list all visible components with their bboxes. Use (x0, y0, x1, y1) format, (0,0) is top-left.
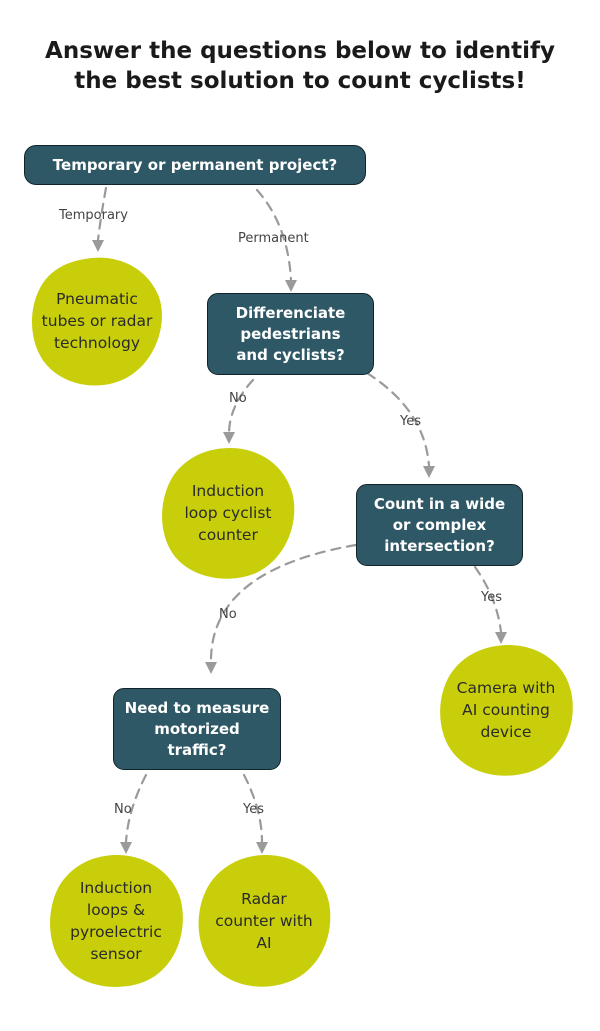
edge-q1-temporary (96, 186, 108, 242)
question-temporary-or-permanent: Temporary or permanent project? (24, 145, 366, 185)
arrowhead-q4-no (120, 842, 132, 854)
question-2-line-2: pedestrians (240, 324, 341, 343)
outcome-camera-line-1: Camera with (456, 679, 556, 697)
question-4-line-3: traffic? (167, 740, 227, 759)
arrowhead-q2-yes (423, 466, 435, 478)
outcome-induction-pyro-line-4: sensor (90, 944, 142, 963)
edge-q3-no (209, 543, 358, 664)
title-line-2: the best solution to count cyclists! (74, 68, 526, 94)
title-line-1: Answer the questions below to identify (45, 38, 555, 64)
outcome-camera-line-3: device (480, 723, 532, 741)
edge-q4-yes (242, 773, 264, 844)
outcome-camera-shape (440, 644, 573, 776)
outcome-radar-line-2: counter with (215, 911, 313, 930)
question-3-line-1: Count in a wide (373, 494, 506, 513)
page-title: Answer the questions below to identify t… (0, 36, 600, 96)
outcome-radar-counter-ai: Radar counter with AI (196, 853, 332, 988)
question-2-line-1: Differenciate (235, 303, 346, 322)
outcome-pneumatic-line-2: tubes or radar (41, 312, 153, 330)
arrowhead-q4-yes (256, 842, 268, 854)
outcome-pneumatic-line-1: Pneumatic (56, 290, 138, 308)
arrowhead-permanent (285, 280, 297, 292)
edge-q4-no (124, 773, 148, 844)
outcome-induction-pyroelectric: Induction loops & pyroelectric sensor (48, 853, 184, 988)
edge-q2-yes (365, 371, 431, 468)
label-q4-yes: Yes (243, 802, 264, 817)
question-differentiate-pedestrians: Differenciate pedestrians and cyclists? (207, 293, 374, 375)
outcome-induction-loop-line-2: loop cyclist (184, 504, 272, 522)
outcome-induction-pyro-line-1: Induction (79, 878, 153, 897)
outcome-camera-line-2: AI counting (462, 701, 550, 719)
label-temporary: Temporary (59, 208, 128, 223)
question-3-line-2: or complex (392, 515, 487, 534)
outcome-radar-line-3: AI (256, 933, 272, 952)
outcome-camera-ai: Camera with AI counting device (438, 643, 574, 777)
question-motorized-traffic: Need to measure motorized traffic? (113, 688, 281, 770)
label-q2-yes: Yes (400, 414, 421, 429)
question-3-line-3: intersection? (384, 536, 495, 555)
outcome-pneumatic-shape (31, 257, 162, 386)
arrowhead-q3-no (205, 662, 217, 674)
question-2-line-3: and cyclists? (236, 345, 345, 364)
outcome-induction-loop-counter: Induction loop cyclist counter (160, 446, 296, 580)
outcome-induction-loop-shape (162, 448, 295, 579)
outcome-induction-loop-line-1: Induction (191, 482, 265, 500)
outcome-induction-pyro-line-2: loops & (86, 900, 146, 919)
outcome-pneumatic-tubes: Pneumatic tubes or radar technology (30, 255, 164, 387)
outcome-radar-line-1: Radar (241, 889, 287, 908)
label-q4-no: No (114, 802, 132, 817)
outcome-pneumatic-line-3: technology (53, 334, 141, 352)
edge-q2-no (227, 378, 255, 434)
arrowhead-temporary (92, 240, 104, 252)
question-4-line-2: motorized (154, 719, 240, 738)
arrowhead-q2-no (223, 432, 235, 444)
outcome-induction-loop-line-3: counter (198, 526, 258, 544)
outcome-induction-pyro-line-3: pyroelectric (70, 922, 162, 941)
label-q2-no: No (229, 391, 247, 406)
outcome-radar-shape (198, 855, 331, 987)
question-1-text: Temporary or permanent project? (52, 155, 338, 174)
question-wide-intersection: Count in a wide or complex intersection? (356, 484, 523, 566)
question-4-line-1: Need to measure (124, 698, 270, 717)
edge-q3-yes (473, 565, 503, 634)
outcome-induction-pyro-shape (50, 854, 183, 987)
edge-q1-permanent (255, 188, 293, 282)
label-q3-yes: Yes (481, 590, 502, 605)
label-permanent: Permanent (238, 231, 309, 246)
label-q3-no: No (219, 607, 237, 622)
arrowhead-q3-yes (495, 632, 507, 644)
